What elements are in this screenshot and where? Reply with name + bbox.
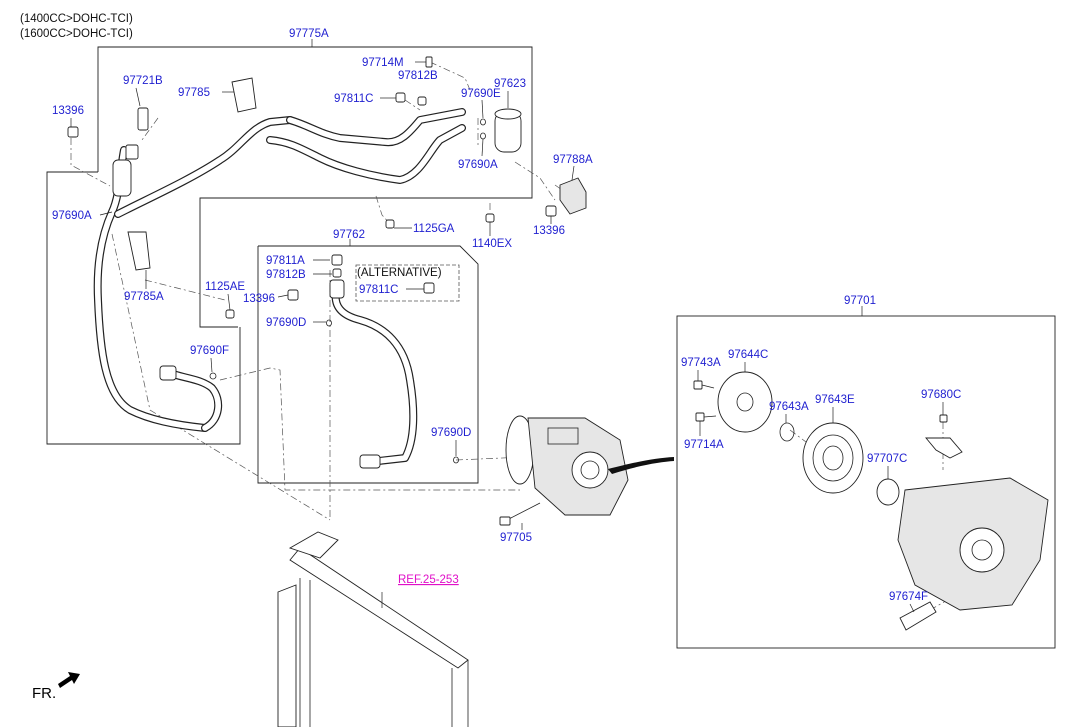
label-97714A[interactable]: 97714A (684, 439, 724, 451)
assembly-box-97701 (676, 315, 1056, 649)
alternative-box (355, 264, 460, 302)
reference-link[interactable]: REF.25-253 (398, 574, 459, 586)
label-97643E[interactable]: 97643E (815, 394, 855, 406)
compressor-installed (505, 415, 629, 516)
label-97690A-left[interactable]: 97690A (52, 210, 92, 222)
label-97690A-right[interactable]: 97690A (458, 159, 498, 171)
suction-hose-assembly (93, 108, 466, 432)
control-valve (899, 601, 937, 631)
label-97644C[interactable]: 97644C (728, 349, 768, 361)
fr-label: FR. (32, 685, 56, 702)
receiver-drier (494, 108, 522, 153)
bolts-detail (693, 380, 948, 423)
pulley (802, 422, 864, 494)
engine-variant-1600: (1600CC>DOHC-TCI) (20, 28, 133, 40)
alternative-label: (ALTERNATIVE) (357, 267, 442, 279)
bracket-97785A (127, 231, 151, 271)
label-97811C[interactable]: 97811C (334, 93, 373, 105)
condenser (277, 531, 469, 727)
label-97788A[interactable]: 97788A (553, 154, 593, 166)
label-97743A[interactable]: 97743A (681, 357, 721, 369)
bolt-97705 (499, 502, 541, 526)
field-coil (876, 478, 900, 506)
label-97643A[interactable]: 97643A (769, 401, 809, 413)
label-97762[interactable]: 97762 (333, 229, 365, 241)
label-97701[interactable]: 97701 (844, 295, 876, 307)
label-97690E[interactable]: 97690E (461, 88, 501, 100)
assembly-box-97762 (257, 239, 479, 484)
label-97785[interactable]: 97785 (178, 87, 210, 99)
assembly-box-97775A (46, 39, 533, 445)
snap-ring (779, 422, 795, 442)
discharge-hose-assembly (329, 279, 418, 469)
part-labels: 97775A 97714M 97812B 97721B 97785 97811C… (52, 28, 961, 603)
front-direction-marker: FR. (32, 672, 80, 702)
clutch-hub (717, 371, 773, 433)
label-97812B[interactable]: 97812B (398, 70, 438, 82)
bracket-97788A (559, 177, 587, 215)
label-97674F[interactable]: 97674F (889, 591, 928, 603)
label-13396-left[interactable]: 13396 (52, 105, 84, 117)
callout-arrow (608, 457, 674, 474)
pressure-switch (137, 107, 149, 131)
label-97812B-mid[interactable]: 97812B (266, 269, 306, 281)
label-97690F[interactable]: 97690F (190, 345, 229, 357)
label-97785A[interactable]: 97785A (124, 291, 164, 303)
connector-bracket (925, 437, 963, 459)
fittings (67, 56, 557, 464)
label-97811A[interactable]: 97811A (266, 255, 305, 267)
label-13396-right[interactable]: 13396 (533, 225, 565, 237)
label-97690D-top[interactable]: 97690D (266, 317, 306, 329)
label-97623[interactable]: 97623 (494, 78, 526, 90)
label-97705[interactable]: 97705 (500, 532, 532, 544)
front-arrow-icon (58, 672, 80, 688)
label-1140EX[interactable]: 1140EX (472, 238, 512, 250)
label-97680C[interactable]: 97680C (921, 389, 961, 401)
compressor-body (897, 477, 1049, 611)
label-1125GA[interactable]: 1125GA (413, 223, 455, 235)
clamp-97785 (231, 77, 257, 113)
label-1125AE[interactable]: 1125AE (205, 281, 245, 293)
label-leaders (70, 61, 944, 613)
label-13396-mid[interactable]: 13396 (243, 293, 275, 305)
label-97721B[interactable]: 97721B (123, 75, 163, 87)
label-97707C[interactable]: 97707C (867, 453, 907, 465)
label-97811C-alt[interactable]: 97811C (359, 284, 398, 296)
label-97775A[interactable]: 97775A (289, 28, 329, 40)
label-97714M[interactable]: 97714M (362, 57, 404, 69)
engine-variant-1400: (1400CC>DOHC-TCI) (20, 13, 133, 25)
label-97690D-bottom[interactable]: 97690D (431, 427, 471, 439)
